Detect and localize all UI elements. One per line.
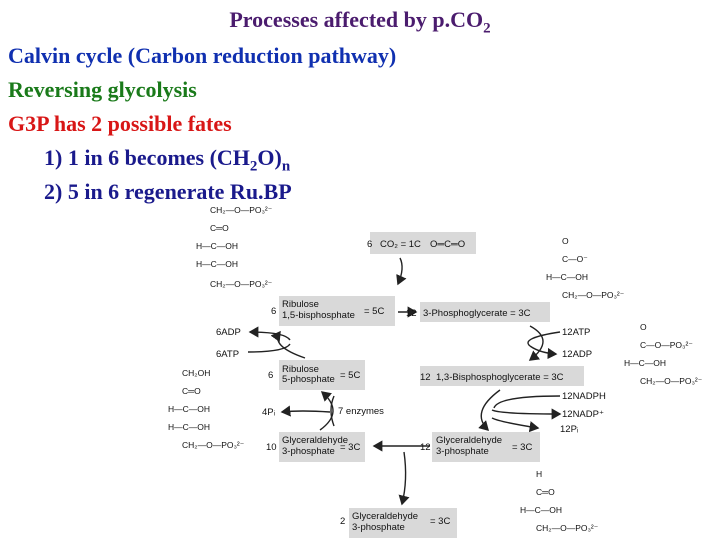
g3p-left-carbon: = 3C xyxy=(340,442,360,453)
bpg-label: 1,3-Bisphosphoglycerate = 3C xyxy=(436,372,564,383)
rubp-struct-hcoh-1: H—C—OH xyxy=(196,241,238,251)
ru5p-name: Ribulose xyxy=(282,364,319,375)
g3p-struct-co: C═O xyxy=(536,487,555,497)
ribulose-bp-box xyxy=(279,296,395,326)
ru5p-struct-hcoh-1: H—C—OH xyxy=(168,404,210,414)
g3p-right-name: Glyceraldehyde xyxy=(436,435,502,446)
bullet-fate-two: 2) 5 in 6 regenerate Ru.BP xyxy=(44,179,292,204)
bpg-count: 12 xyxy=(420,372,431,383)
pga-label: 3-Phosphoglycerate = 3C xyxy=(423,308,531,319)
ru5p-carbon: = 5C xyxy=(340,370,360,381)
pi-4: 4Pᵢ xyxy=(262,407,276,418)
enzymes-label: 7 enzymes xyxy=(338,406,384,417)
ru5p-name-2: 5-phosphate xyxy=(282,374,335,385)
ru5p-struct-bottom: CH₂—O—PO₃²⁻ xyxy=(182,440,245,450)
ru5p-count: 6 xyxy=(268,370,273,381)
rubp-struct-hcoh-2: H—C—OH xyxy=(196,259,238,269)
pga-box xyxy=(420,302,550,322)
pga-struct-bottom: CH₂—O—PO₃²⁻ xyxy=(562,290,625,300)
bullet-calvin-cycle: Calvin cycle (Carbon reduction pathway) xyxy=(8,43,397,68)
arrow-ru5p-to-rubp xyxy=(270,330,306,359)
pga-struct-hcoh: H—C—OH xyxy=(546,272,588,282)
co2-structure: O═C═O xyxy=(430,239,465,250)
ru5p-box xyxy=(279,360,365,390)
g3p-right-count: 12 xyxy=(420,442,431,453)
g3p-right-name-2: 3-phosphate xyxy=(436,446,489,457)
pga-count: 12 xyxy=(406,308,417,319)
g3p-out-carbon: = 3C xyxy=(430,516,450,527)
g3p-right-carbon: = 3C xyxy=(512,442,532,453)
nadph: 12NADPH xyxy=(562,391,606,402)
g3p-out-count: 2 xyxy=(340,516,345,527)
ru5p-struct-hcoh-2: H—C—OH xyxy=(168,422,210,432)
rubp-struct-co: C═O xyxy=(210,223,229,233)
arrow-g3p-to-ru5p xyxy=(319,391,334,431)
slide-title: Processes affected by p.CO2 xyxy=(229,7,491,37)
bpg-struct-o: O xyxy=(640,322,647,332)
g3p-struct-hcoh: H—C—OH xyxy=(520,505,562,515)
adp-6: 6ADP xyxy=(216,327,241,338)
arrow-adp-out-right xyxy=(529,345,558,360)
ru5p-struct-top: CH₂OH xyxy=(182,368,210,378)
arrow-co2-fixation xyxy=(396,257,407,286)
bullet-reversing-glycolysis: Reversing glycolysis xyxy=(8,77,197,102)
pga-struct-o: O xyxy=(562,236,569,246)
ribulose-bp-name: Ribulose xyxy=(282,299,319,310)
g3p-out-name: Glyceraldehyde xyxy=(352,511,418,522)
g3p-struct-bottom: CH₂—O—PO₃²⁻ xyxy=(536,523,599,533)
ribulose-bp-carbon: = 5C xyxy=(364,306,384,317)
g3p-left-name: Glyceraldehyde xyxy=(282,435,348,446)
arrow-pi-out-right xyxy=(491,417,540,433)
adp-12: 12ADP xyxy=(562,349,592,360)
arrow-bpg-to-g3p xyxy=(478,389,501,431)
atp-6: 6ATP xyxy=(216,349,239,360)
g3p-out-box xyxy=(349,508,457,538)
bpg-struct-bottom: CH₂—O—PO₃²⁻ xyxy=(640,376,703,386)
bpg-struct-hcoh: H—C—OH xyxy=(624,358,666,368)
g3p-left-name-2: 3-phosphate xyxy=(282,446,335,457)
bpg-box xyxy=(420,366,584,386)
enzymes-bracket xyxy=(330,395,335,427)
arrow-g3p-output xyxy=(398,451,410,506)
rubp-struct-bottom: CH₂—O—PO₃²⁻ xyxy=(210,279,273,289)
pga-struct-co: C—O⁻ xyxy=(562,254,588,264)
ribulose-bp-count: 6 xyxy=(271,306,276,317)
co2-box xyxy=(370,232,476,254)
arrow-pga-to-bpg xyxy=(528,325,544,361)
bpg-struct-top: C—O—PO₃²⁻ xyxy=(640,340,693,350)
g3p-struct-h: H xyxy=(536,469,542,479)
ru5p-struct-co: C═O xyxy=(182,386,201,396)
g3p-left-count: 10 xyxy=(266,442,277,453)
atp-12: 12ATP xyxy=(562,327,590,338)
co2-count: 6 xyxy=(367,239,372,250)
ribulose-bp-name-2: 1,5-bisphosphate xyxy=(282,310,355,321)
co2-label: CO₂ = 1C xyxy=(380,239,421,250)
pi-12: 12Pᵢ xyxy=(560,424,579,435)
arrow-pi-out-left xyxy=(280,405,331,417)
nadp: 12NADP⁺ xyxy=(562,409,604,420)
g3p-right-box xyxy=(432,432,540,462)
g3p-out-name-2: 3-phosphate xyxy=(352,522,405,533)
arrow-atp-in-right xyxy=(527,331,561,347)
arrow-adp-out-left xyxy=(248,326,291,341)
arrow-atp-in-left xyxy=(247,343,291,353)
bullet-g3p-fates: G3P has 2 possible fates xyxy=(8,111,232,136)
rubp-struct-top: CH₂—O—PO₃²⁻ xyxy=(210,205,273,215)
bullet-fate-one: 1) 1 in 6 becomes (CH2O)n xyxy=(44,145,291,175)
arrow-nadph-in xyxy=(493,395,561,409)
g3p-left-box xyxy=(279,432,365,462)
arrow-nadp-out xyxy=(491,408,562,420)
